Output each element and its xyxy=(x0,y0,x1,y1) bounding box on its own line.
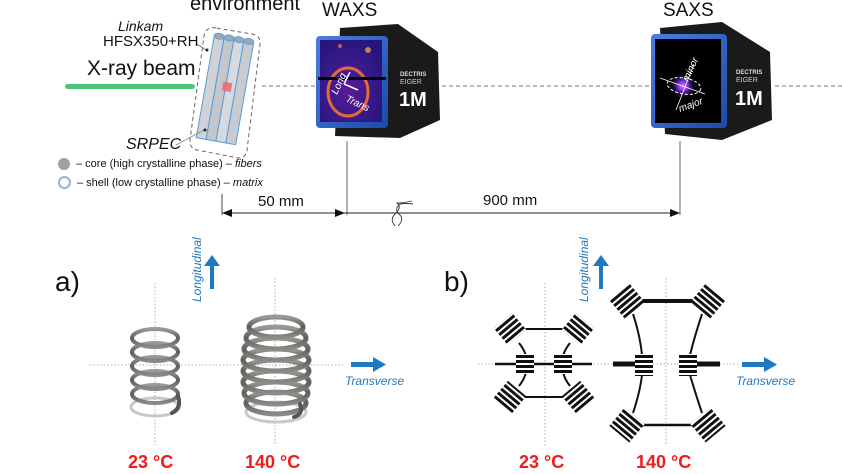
panel-b-temp-23: 23 °C xyxy=(519,452,565,472)
spring-23c xyxy=(129,327,182,418)
distance-dimensions xyxy=(221,141,681,227)
waxs-size: 1M xyxy=(399,89,427,111)
xray-beam xyxy=(65,84,195,89)
legend-item-core: – core (high crystalline phase) – fibers xyxy=(58,158,262,170)
waxs-title: WAXS xyxy=(322,0,378,21)
saxs-brand: DECTRIS xyxy=(736,70,762,76)
legend-core-text: – core (high crystalline phase) – xyxy=(76,158,235,170)
panel-a-longitudinal-label: Longitudinal xyxy=(190,237,204,302)
sample-label: SRPEC xyxy=(126,136,182,153)
panel-b-longitudinal-arrow-icon xyxy=(593,255,609,289)
panel-b-label: b) xyxy=(444,266,469,297)
saxs-model: EIGER xyxy=(736,77,758,84)
panel-a-longitudinal-arrow-icon xyxy=(204,255,220,289)
core-circle-icon xyxy=(58,158,70,170)
beam-voxel xyxy=(221,81,233,93)
panel-b-transverse-arrow-icon xyxy=(742,357,777,372)
panel-a-label: a) xyxy=(55,266,80,297)
lamellar-network-23c xyxy=(493,312,595,414)
lamellar-network-140c xyxy=(609,283,726,443)
panel-b-longitudinal-label: Longitudinal xyxy=(577,237,591,302)
shell-ring-icon xyxy=(58,176,71,189)
stage-model-label: HFSX350+RH xyxy=(103,33,199,50)
panel-a-temp-140: 140 °C xyxy=(245,452,301,472)
spring-140c xyxy=(240,314,312,424)
saxs-size: 1M xyxy=(735,88,763,110)
panel-a-transverse-arrow-icon xyxy=(351,357,386,372)
legend-item-shell: – shell (low crystalline phase) – matrix xyxy=(58,176,263,189)
waxs-brand: DECTRIS xyxy=(400,72,426,78)
panel-b-temp-140: 140 °C xyxy=(636,452,692,472)
panel-b-transverse-label: Transverse xyxy=(736,374,796,388)
waxs-model: EIGER xyxy=(400,79,422,86)
saxs-title: SAXS xyxy=(663,0,714,21)
axis-break-icon xyxy=(391,200,414,227)
legend-core-emph: fibers xyxy=(234,158,262,170)
sample-fiber-bundle xyxy=(195,32,255,146)
saxs-detector: minor major DECTRIS EIGER 1M xyxy=(651,22,772,140)
distance-900mm-label: 900 mm xyxy=(483,192,538,209)
panel-a-transverse-label: Transverse xyxy=(345,374,405,388)
sample-environment xyxy=(175,27,261,159)
environment-label: environment xyxy=(190,0,301,15)
legend-shell-text: – shell (low crystalline phase) – xyxy=(77,176,233,189)
legend-shell-emph: matrix xyxy=(232,176,263,189)
distance-50mm-label: 50 mm xyxy=(258,193,304,210)
waxs-detector: Long Trans DECTRIS EIGER 1M xyxy=(316,24,440,138)
stage-brand-label: Linkam xyxy=(118,18,164,34)
panel-a-temp-23: 23 °C xyxy=(128,452,174,472)
xray-beam-label: X-ray beam xyxy=(87,57,196,80)
